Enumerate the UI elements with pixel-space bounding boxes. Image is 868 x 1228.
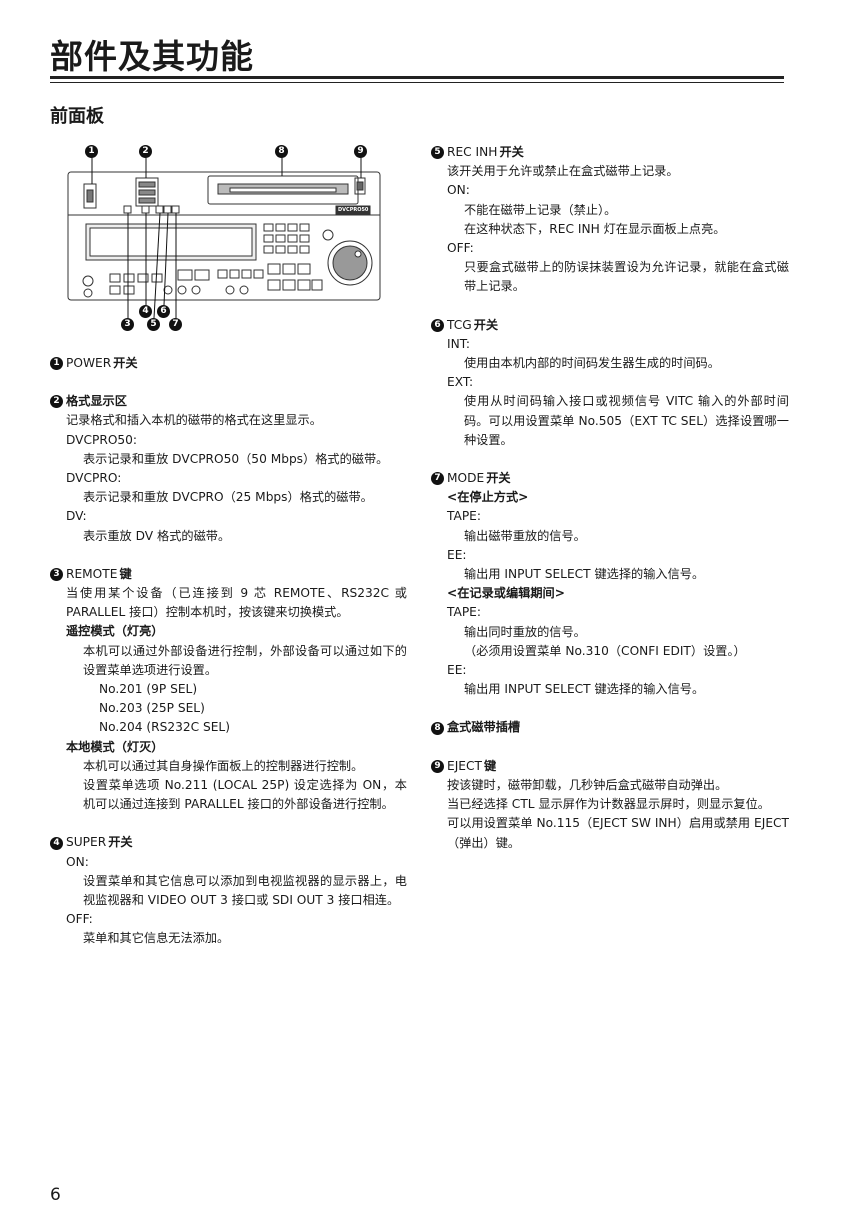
item-label: OFF:: [66, 912, 93, 927]
item-text: 输出同时重放的信号。: [464, 624, 586, 639]
item-text: 按该键时，磁带卸载，几秒钟后盒式磁带自动弹出。: [447, 777, 728, 792]
item-name: POWER: [66, 356, 112, 370]
title-rule-thick: [50, 76, 784, 79]
item-suffix: 键: [119, 566, 132, 581]
callout-5: 5: [147, 318, 160, 331]
callout-7: 7: [169, 318, 182, 331]
item-text: 该开关用于允许或禁止在盒式磁带上记录。: [447, 164, 679, 179]
item-subtitle: 遥控模式（灯亮）: [66, 624, 164, 639]
number-badge: 5: [431, 146, 444, 160]
item-suffix: 开关: [473, 317, 499, 332]
dvcpro-logo: DVCPRO50: [338, 207, 369, 213]
item-name: EJECT: [447, 758, 482, 773]
callout-1: 1: [85, 145, 98, 158]
item-name: MODE: [447, 471, 485, 486]
item-label: DVCPRO50:: [66, 432, 138, 447]
item-label: TAPE:: [447, 605, 481, 620]
item-text: （必须用设置菜单 No.310（CONFI EDIT）设置。）: [464, 643, 746, 658]
item-title: 盒式磁带插槽: [447, 720, 521, 735]
item-name: REMOTE: [66, 566, 118, 581]
item-suffix: 开关: [108, 835, 133, 850]
item-label: ON:: [447, 183, 470, 198]
callout-3: 3: [121, 318, 134, 331]
page-number: 6: [50, 1185, 61, 1205]
item-name: REC INH: [447, 145, 498, 159]
item-text: 只要盒式磁带上的防误抹装置设为允许记录，就能在盒式磁带上记录。: [464, 260, 789, 294]
number-badge: 4: [50, 836, 63, 850]
item-label: DVCPRO:: [66, 471, 122, 486]
item-text: 输出磁带重放的信号。: [464, 528, 586, 543]
item-label: OFF:: [447, 241, 474, 256]
item-text: 设置菜单和其它信息可以添加到电视监视器的显示器上，电视监视器和 VIDEO OU…: [83, 873, 407, 908]
number-badge: 6: [431, 318, 444, 332]
item-text: 输出用 INPUT SELECT 键选择的输入信号。: [464, 567, 705, 582]
callout-6: 6: [157, 305, 170, 318]
item-subtitle: <在停止方式>: [447, 490, 529, 505]
menu-item: No.201 (9P SEL): [99, 682, 198, 697]
item-subtitle: <在记录或编辑期间>: [447, 586, 565, 601]
item-name: SUPER: [66, 835, 107, 850]
number-badge: 3: [50, 567, 63, 581]
item-suffix: 开关: [499, 145, 524, 159]
callout-8: 8: [275, 145, 288, 158]
item-text: 菜单和其它信息无法添加。: [83, 931, 230, 946]
menu-item: No.203 (25P SEL): [99, 701, 205, 716]
item-suffix: 键: [483, 758, 497, 773]
number-badge: 9: [431, 759, 444, 773]
item-text: 当使用某个设备（已连接到 9 芯 REMOTE、RS232C 或 PARALLE…: [66, 586, 407, 620]
item-text: 本机可以通过其自身操作面板上的控制器进行控制。: [83, 758, 364, 773]
number-badge: 1: [50, 357, 63, 371]
front-panel-illustration: [67, 158, 381, 319]
item-text: 使用从时间码输入接口或视频信号 VITC 输入的外部时间码。可以用设置菜单 No…: [464, 394, 789, 447]
item-title: 格式显示区: [66, 394, 127, 409]
title-rule-thin: [50, 82, 784, 83]
item-label: EE:: [447, 663, 467, 678]
item-text: 本机可以通过外部设备进行控制，外部设备可以通过如下的设置菜单选项进行设置。: [83, 643, 407, 677]
item-label: INT:: [447, 336, 470, 351]
number-badge: 8: [431, 721, 444, 735]
item-label: TAPE:: [447, 509, 481, 524]
number-badge: 7: [431, 472, 444, 486]
item-name: TCG: [447, 317, 472, 332]
item-label: EE:: [447, 547, 467, 562]
callout-4: 4: [139, 305, 152, 318]
item-label: DV:: [66, 509, 87, 524]
page-title: 部件及其功能: [50, 37, 254, 76]
item-text: 输出用 INPUT SELECT 键选择的输入信号。: [464, 682, 705, 697]
menu-item: No.204 (RS232C SEL): [99, 720, 230, 735]
item-text: 可以用设置菜单 No.115（EJECT SW INH）启用或禁用 EJECT（…: [447, 816, 789, 850]
callout-2: 2: [139, 145, 152, 158]
item-suffix: 开关: [486, 471, 511, 486]
item-text: 当已经选择 CTL 显示屏作为计数器显示屏时，则显示复位。: [447, 797, 770, 812]
item-text: 设置菜单选项 No.211 (LOCAL 25P) 设定选择为 ON，本机可以通…: [83, 778, 407, 812]
item-text: 表示记录和重放 DVCPRO（25 Mbps）格式的磁带。: [83, 490, 373, 505]
item-text: 记录格式和插入本机的磁带的格式在这里显示。: [66, 413, 322, 428]
item-label: ON:: [66, 854, 89, 869]
section-subtitle: 前面板: [50, 106, 104, 127]
item-text: 表示重放 DV 格式的磁带。: [83, 528, 231, 543]
callout-9: 9: [354, 145, 367, 158]
front-panel-diagram: 1 2 8 9 3 4 5 6 7 DVCPRO50: [58, 140, 398, 340]
item-text: 表示记录和重放 DVCPRO50（50 Mbps）格式的磁带。: [83, 451, 389, 466]
item-label: EXT:: [447, 375, 474, 390]
item-text: 在这种状态下，REC INH 灯在显示面板上点亮。: [464, 221, 726, 236]
item-text: 使用由本机内部的时间码发生器生成的时间码。: [464, 356, 720, 371]
number-badge: 2: [50, 395, 63, 409]
item-suffix: 开关: [113, 356, 138, 370]
item-subtitle: 本地模式（灯灭）: [66, 739, 164, 754]
item-text: 不能在磁带上记录（禁止）。: [464, 202, 617, 217]
